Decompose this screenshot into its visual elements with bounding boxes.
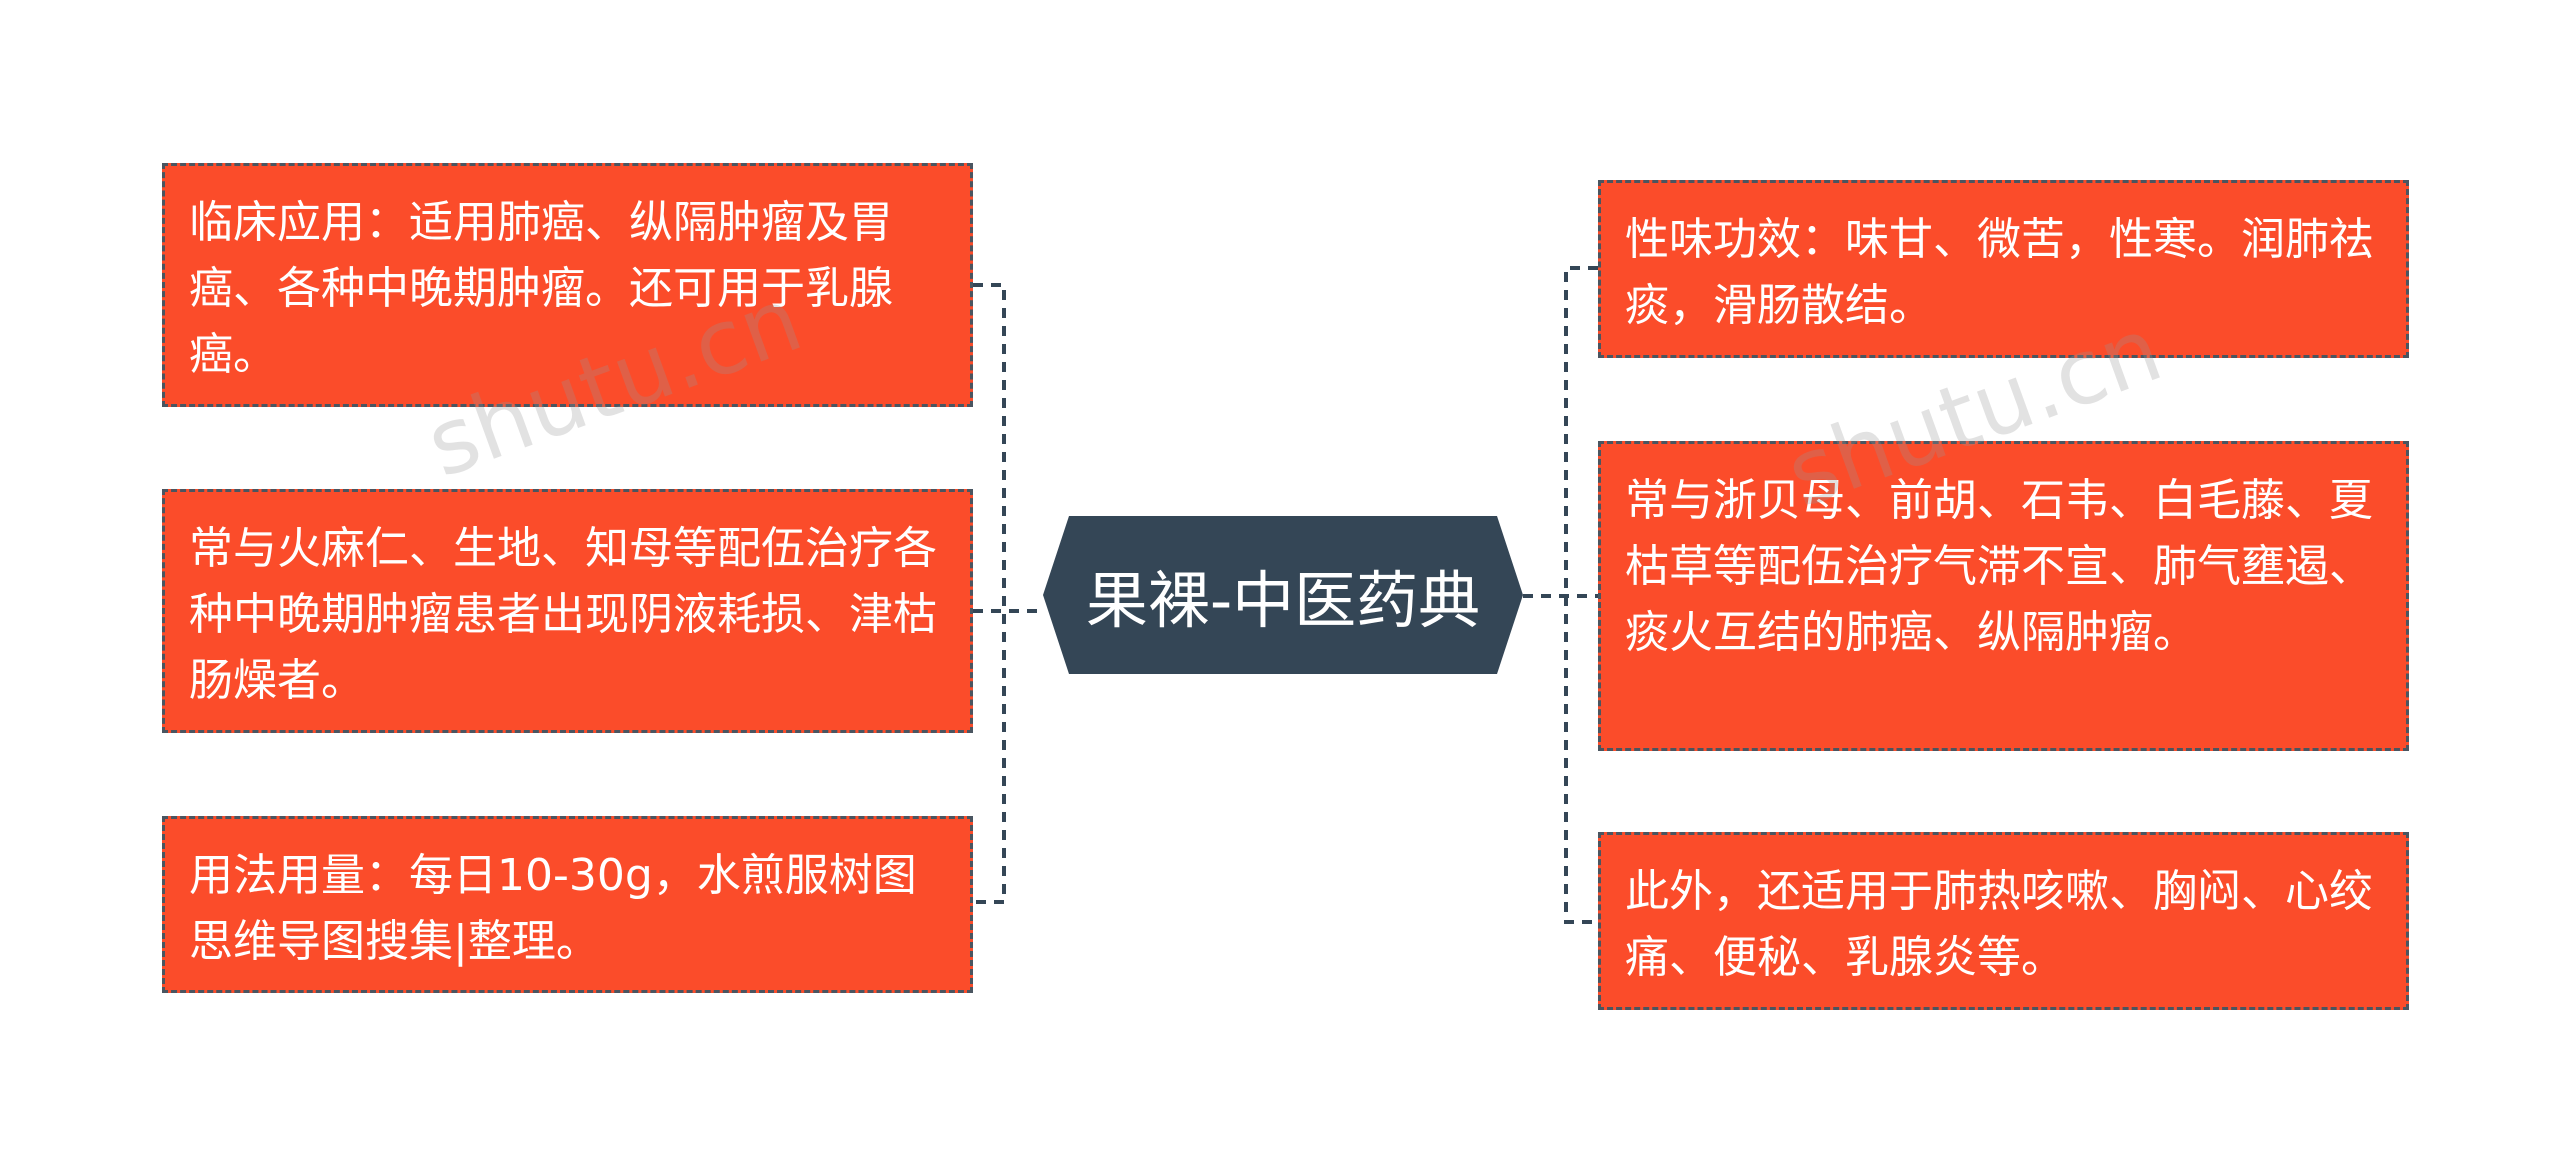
central-topic-shape <box>1043 516 1523 674</box>
topic-node-other-uses[interactable]: 此外，还适用于肺热咳嗽、胸闷、心绞痛、便秘、乳腺炎等。 <box>1598 832 2409 1010</box>
topic-node-combination-lung[interactable]: 常与浙贝母、前胡、石韦、白毛藤、夏枯草等配伍治疗气滞不宣、肺气壅遏、痰火互结的肺… <box>1598 441 2409 751</box>
connector-right-1 <box>1564 266 1598 924</box>
topic-text: 临床应用：适用肺癌、纵隔肿瘤及胃癌、各种中晚期肿瘤。还可用于乳腺癌。 <box>189 197 893 380</box>
topic-node-clinical-use[interactable]: 临床应用：适用肺癌、纵隔肿瘤及胃癌、各种中晚期肿瘤。还可用于乳腺癌。 <box>162 163 973 407</box>
topic-text: 此外，还适用于肺热咳嗽、胸闷、心绞痛、便秘、乳腺炎等。 <box>1625 866 2373 983</box>
central-topic-title: 果裸-中医药典 <box>1085 564 1481 637</box>
topic-text: 常与火麻仁、生地、知母等配伍治疗各种中晚期肿瘤患者出现阴液耗损、津枯肠燥者。 <box>189 523 937 706</box>
topic-text: 用法用量：每日10-30g，水煎服树图思维导图搜集|整理。 <box>189 850 917 967</box>
topic-text: 性味功效：味甘、微苦，性寒。润肺祛痰，滑肠散结。 <box>1625 214 2373 331</box>
connector-left-1 <box>973 283 1006 904</box>
topic-text: 常与浙贝母、前胡、石韦、白毛藤、夏枯草等配伍治疗气滞不宣、肺气壅遏、痰火互结的肺… <box>1625 475 2373 658</box>
topic-node-properties[interactable]: 性味功效：味甘、微苦，性寒。润肺祛痰，滑肠散结。 <box>1598 180 2409 358</box>
topic-node-dosage[interactable]: 用法用量：每日10-30g，水煎服树图思维导图搜集|整理。 <box>162 816 973 993</box>
central-topic[interactable]: 果裸-中医药典 <box>1043 516 1523 674</box>
topic-node-combination-dry[interactable]: 常与火麻仁、生地、知母等配伍治疗各种中晚期肿瘤患者出现阴液耗损、津枯肠燥者。 <box>162 489 973 733</box>
